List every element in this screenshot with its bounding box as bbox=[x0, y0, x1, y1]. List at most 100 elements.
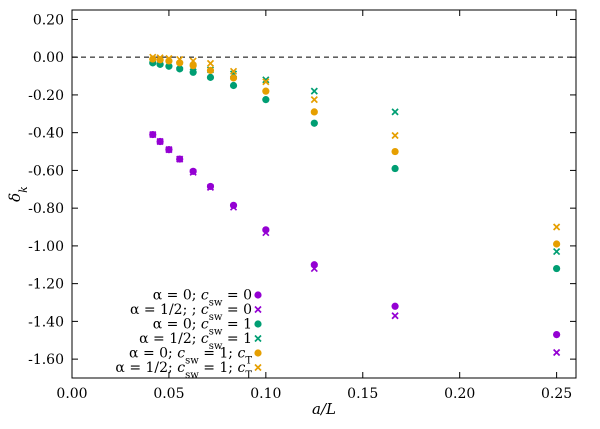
data-point bbox=[262, 87, 270, 95]
data-point bbox=[189, 68, 197, 76]
legend-marker bbox=[254, 320, 262, 328]
y-tick-label: -0.60 bbox=[28, 163, 64, 179]
data-point bbox=[310, 96, 318, 104]
data-point bbox=[149, 53, 157, 61]
y-tick-label: 0.20 bbox=[33, 12, 64, 28]
cross-stroke bbox=[206, 59, 215, 68]
data-point bbox=[149, 130, 157, 139]
legend-marker bbox=[254, 363, 262, 372]
legend-marker bbox=[254, 349, 262, 357]
y-tick-label: 0.00 bbox=[33, 50, 64, 66]
legend: α = 0; csw = 0α = 1/2; ; csw = 0α = 0; c… bbox=[115, 288, 262, 381]
data-point bbox=[229, 67, 238, 75]
legend-label: α = 1/2; csw = 1; cT bbox=[115, 360, 252, 381]
cross-stroke bbox=[165, 54, 173, 63]
data-point bbox=[156, 54, 164, 62]
data-point bbox=[165, 146, 173, 154]
cross-stroke bbox=[229, 67, 238, 75]
cross-stroke bbox=[254, 363, 262, 372]
cross-stroke bbox=[262, 229, 270, 237]
data-point bbox=[310, 108, 318, 116]
data-point bbox=[391, 131, 399, 140]
data-point bbox=[229, 81, 238, 90]
x-tick-label: 0.00 bbox=[56, 386, 87, 402]
y-tick-label: -1.20 bbox=[28, 277, 64, 293]
legend-label: α = 1/2; ; csw = 0 bbox=[130, 302, 252, 323]
data-point bbox=[206, 183, 215, 191]
legend-marker bbox=[254, 305, 262, 314]
data-point bbox=[310, 119, 318, 127]
data-point bbox=[310, 87, 318, 95]
data-point bbox=[229, 74, 238, 82]
y-tick-label: -1.00 bbox=[28, 239, 64, 255]
data-point bbox=[553, 348, 561, 357]
data-point bbox=[189, 57, 197, 65]
cross-stroke bbox=[310, 87, 318, 95]
series-2 bbox=[149, 130, 561, 357]
series-6 bbox=[149, 53, 561, 231]
series-5 bbox=[149, 55, 561, 248]
cross-stroke bbox=[156, 54, 164, 62]
data-point bbox=[156, 137, 164, 146]
data-point bbox=[176, 155, 184, 163]
cross-stroke bbox=[206, 183, 215, 191]
series-4 bbox=[149, 57, 561, 256]
data-point bbox=[262, 78, 270, 86]
legend-label: α = 0; csw = 1 bbox=[153, 317, 252, 338]
data-point bbox=[391, 147, 399, 156]
cross-stroke bbox=[262, 76, 270, 84]
cross-stroke bbox=[165, 146, 173, 154]
legend-label: α = 0; csw = 1; cT bbox=[129, 346, 252, 367]
cross-stroke bbox=[553, 247, 561, 256]
data-point bbox=[206, 73, 215, 81]
data-point bbox=[391, 108, 399, 116]
cross-stroke bbox=[553, 348, 561, 357]
legend-marker bbox=[254, 291, 262, 299]
cross-stroke bbox=[189, 168, 197, 176]
x-tick-label: 0.05 bbox=[153, 386, 184, 402]
cross-stroke bbox=[176, 55, 184, 64]
cross-stroke bbox=[149, 53, 157, 61]
data-point bbox=[391, 164, 399, 173]
data-point bbox=[189, 168, 197, 176]
cross-stroke bbox=[149, 130, 157, 139]
y-tick-label: -1.60 bbox=[28, 352, 64, 368]
data-point bbox=[310, 264, 318, 273]
data-point bbox=[310, 261, 318, 269]
data-point bbox=[391, 302, 399, 310]
cross-stroke bbox=[254, 334, 262, 343]
data-point bbox=[149, 55, 157, 63]
data-point bbox=[262, 229, 270, 237]
y-tick-label: -1.40 bbox=[28, 314, 64, 330]
marks-layer bbox=[149, 53, 561, 357]
data-point bbox=[165, 54, 173, 63]
cross-stroke bbox=[156, 137, 164, 146]
data-point bbox=[206, 59, 215, 68]
data-point bbox=[553, 223, 561, 231]
x-tick-label: 0.10 bbox=[250, 386, 281, 402]
data-point bbox=[553, 247, 561, 256]
data-point bbox=[206, 66, 215, 74]
y-tick-label: -0.20 bbox=[28, 88, 64, 104]
cross-stroke bbox=[189, 57, 197, 65]
plot-frame bbox=[71, 9, 577, 379]
data-point bbox=[262, 96, 270, 104]
y-tick-label: -0.80 bbox=[28, 201, 64, 217]
cross-stroke bbox=[254, 305, 262, 314]
series-3 bbox=[149, 59, 561, 273]
legend-label: α = 1/2; csw = 1 bbox=[139, 331, 252, 352]
data-point bbox=[156, 56, 164, 64]
data-point bbox=[553, 330, 561, 339]
cross-stroke bbox=[262, 78, 270, 86]
x-axis-label: a/L bbox=[312, 400, 336, 418]
data-point bbox=[553, 264, 561, 273]
data-point bbox=[229, 201, 238, 209]
cross-stroke bbox=[391, 312, 399, 320]
x-tick-label: 0.20 bbox=[444, 386, 475, 402]
data-point bbox=[262, 76, 270, 84]
cross-stroke bbox=[391, 131, 399, 140]
cross-stroke bbox=[553, 223, 561, 231]
